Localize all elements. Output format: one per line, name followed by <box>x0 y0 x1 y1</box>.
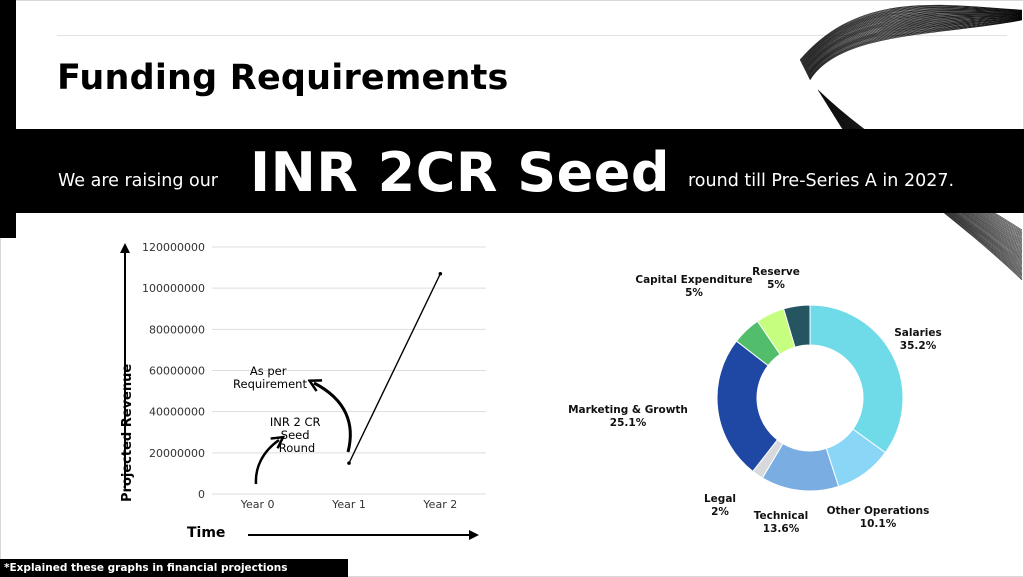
data-point <box>438 271 443 276</box>
slice-percent: 13.6% <box>763 523 800 535</box>
y-tick-label: 20000000 <box>149 447 205 460</box>
slice-label: Marketing & Growth <box>568 404 688 416</box>
left-accent-bar <box>0 0 16 238</box>
banner-amount: INR 2CR Seed <box>250 141 671 204</box>
requirement-annotation: As per Requirement <box>233 364 307 391</box>
slice-label: Technical <box>754 510 809 522</box>
seed-round-annotation: INR 2 CR Seed Round <box>270 415 324 455</box>
requirement-arrow <box>314 383 352 453</box>
y-tick-label: 60000000 <box>149 365 205 378</box>
slice-label: Other Operations <box>827 505 930 517</box>
x-axis-label: Time <box>187 525 225 541</box>
data-point <box>347 461 351 465</box>
revenue-series-line <box>348 273 441 464</box>
footnote: *Explained these graphs in financial pro… <box>0 559 348 577</box>
seed-round-arrow <box>254 440 279 485</box>
slice-unlabeled <box>783 304 811 348</box>
slice-salaries <box>809 304 904 454</box>
slice-percent: 25.1% <box>610 417 647 429</box>
y-tick-label: 120000000 <box>142 241 205 254</box>
revenue-line-chart: 0 20000000 40000000 60000000 80000000 1000000… <box>120 241 486 541</box>
y-tick-label: 80000000 <box>149 323 205 336</box>
slice-percent: 10.1% <box>860 518 897 530</box>
banner-suffix: round till Pre-Series A in 2027. <box>688 171 955 191</box>
top-divider <box>57 35 1007 36</box>
funding-banner: We are raising our INR 2CR Seed round ti… <box>16 129 1024 213</box>
slide-title: Funding Requirements <box>57 58 509 98</box>
slice-marketing-growth <box>716 340 779 473</box>
slice-percent: 5% <box>767 279 785 291</box>
slice-label: Capital Expenditure <box>635 274 752 286</box>
slice-label: Legal <box>704 493 736 505</box>
slice-label: Reserve <box>752 266 800 278</box>
x-tick-label: Year 1 <box>331 498 366 511</box>
x-tick-label: Year 2 <box>422 498 457 511</box>
slice-percent: 5% <box>685 287 703 299</box>
slice-label: Salaries <box>894 327 941 339</box>
y-tick-label: 100000000 <box>142 282 205 295</box>
y-axis-label: Projected Revenue <box>120 364 135 502</box>
slice-percent: 35.2% <box>900 340 937 352</box>
slice-percent: 2% <box>711 506 729 518</box>
banner-prefix: We are raising our <box>58 171 218 191</box>
y-tick-label: 40000000 <box>149 406 205 419</box>
x-tick-label: Year 0 <box>240 498 275 511</box>
y-tick-label: 0 <box>198 488 205 501</box>
